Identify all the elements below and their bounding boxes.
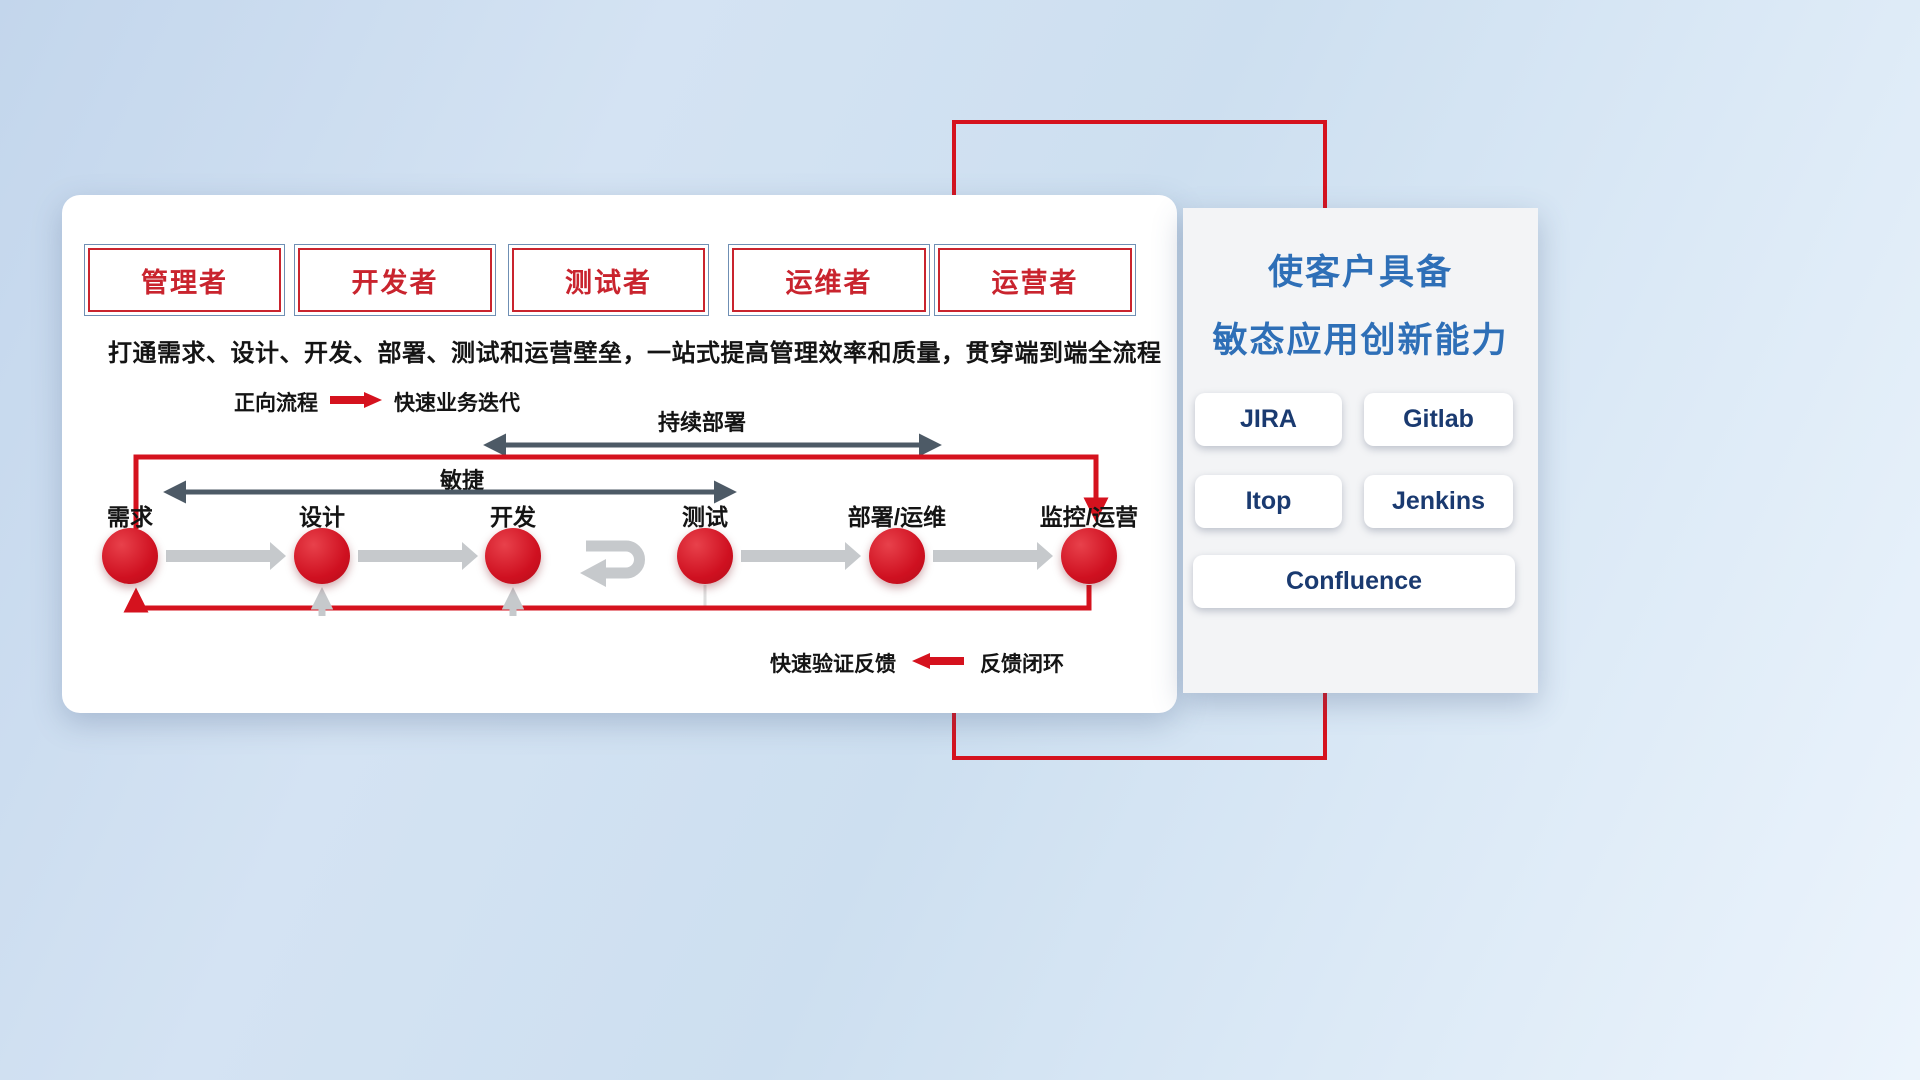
forward-legend-desc: 快速业务迭代	[394, 392, 520, 415]
role-label: 开发者	[351, 267, 439, 298]
feedback-legend-label: 反馈闭环	[980, 653, 1064, 676]
node-circle-monitor-ops	[1061, 528, 1117, 584]
role-label: 运维者	[785, 267, 873, 298]
panel-title-line1: 使客户具备	[1267, 253, 1453, 292]
forward-legend: 正向流程 快速业务迭代	[234, 387, 520, 417]
node-label-monitor-ops: 监控/运营	[1039, 504, 1139, 530]
role-box-developer: 开发者	[294, 244, 496, 316]
node-label-design: 设计	[299, 504, 345, 530]
role-label: 测试者	[565, 267, 652, 298]
node-label-testing: 测试	[682, 504, 728, 530]
node-label-development: 开发	[490, 504, 536, 530]
role-box-operator: 运营者	[934, 244, 1136, 316]
tool-jenkins: Jenkins	[1364, 475, 1513, 528]
role-box-ops: 运维者	[728, 244, 930, 316]
feedback-up-arrow-icons	[310, 587, 525, 616]
step-arrow-icons	[166, 542, 1053, 570]
capability-panel: 使客户具备 敏态应用创新能力 JIRA Gitlab Itop Jenkins …	[1183, 208, 1538, 693]
tool-jira: JIRA	[1195, 393, 1342, 446]
node-circle-deploy-ops	[869, 528, 925, 584]
node-circle-development	[485, 528, 541, 584]
forward-arrow-icon	[330, 391, 382, 413]
forward-legend-label: 正向流程	[234, 392, 318, 415]
card-subtitle: 打通需求、设计、开发、部署、测试和运营壁垒，一站式提高管理效率和质量，贯穿端到端…	[108, 340, 1162, 367]
role-box-tester: 测试者	[508, 244, 709, 316]
iteration-uturn-arrow-icon	[580, 540, 645, 587]
feedback-loop-line	[123, 585, 1092, 613]
node-circle-requirements	[102, 528, 158, 584]
tool-itop: Itop	[1195, 475, 1342, 528]
continuous-deploy-label: 持续部署	[657, 410, 746, 435]
feedback-arrow-icon	[912, 652, 964, 674]
node-circle-design	[294, 528, 350, 584]
node-circle-testing	[677, 528, 733, 584]
node-label-requirements: 需求	[107, 504, 153, 530]
tool-gitlab: Gitlab	[1364, 393, 1513, 446]
tool-confluence: Confluence	[1193, 555, 1515, 608]
node-label-deploy-ops: 部署/运维	[847, 504, 947, 530]
role-label: 运营者	[991, 267, 1079, 298]
devops-flow-card: 管理者 开发者 测试者 运维者 运营者 打通需求、设计、开发、部署、测试和运营壁…	[62, 195, 1177, 713]
feedback-legend: 快速验证反馈 反馈闭环	[770, 648, 1064, 678]
flow-diagram-canvas	[123, 433, 1109, 616]
role-label: 管理者	[141, 267, 228, 298]
feedback-legend-desc: 快速验证反馈	[770, 653, 896, 676]
panel-title-line2: 敏态应用创新能力	[1212, 321, 1509, 360]
role-box-manager: 管理者	[84, 244, 285, 316]
forward-loop-line	[133, 454, 1109, 529]
